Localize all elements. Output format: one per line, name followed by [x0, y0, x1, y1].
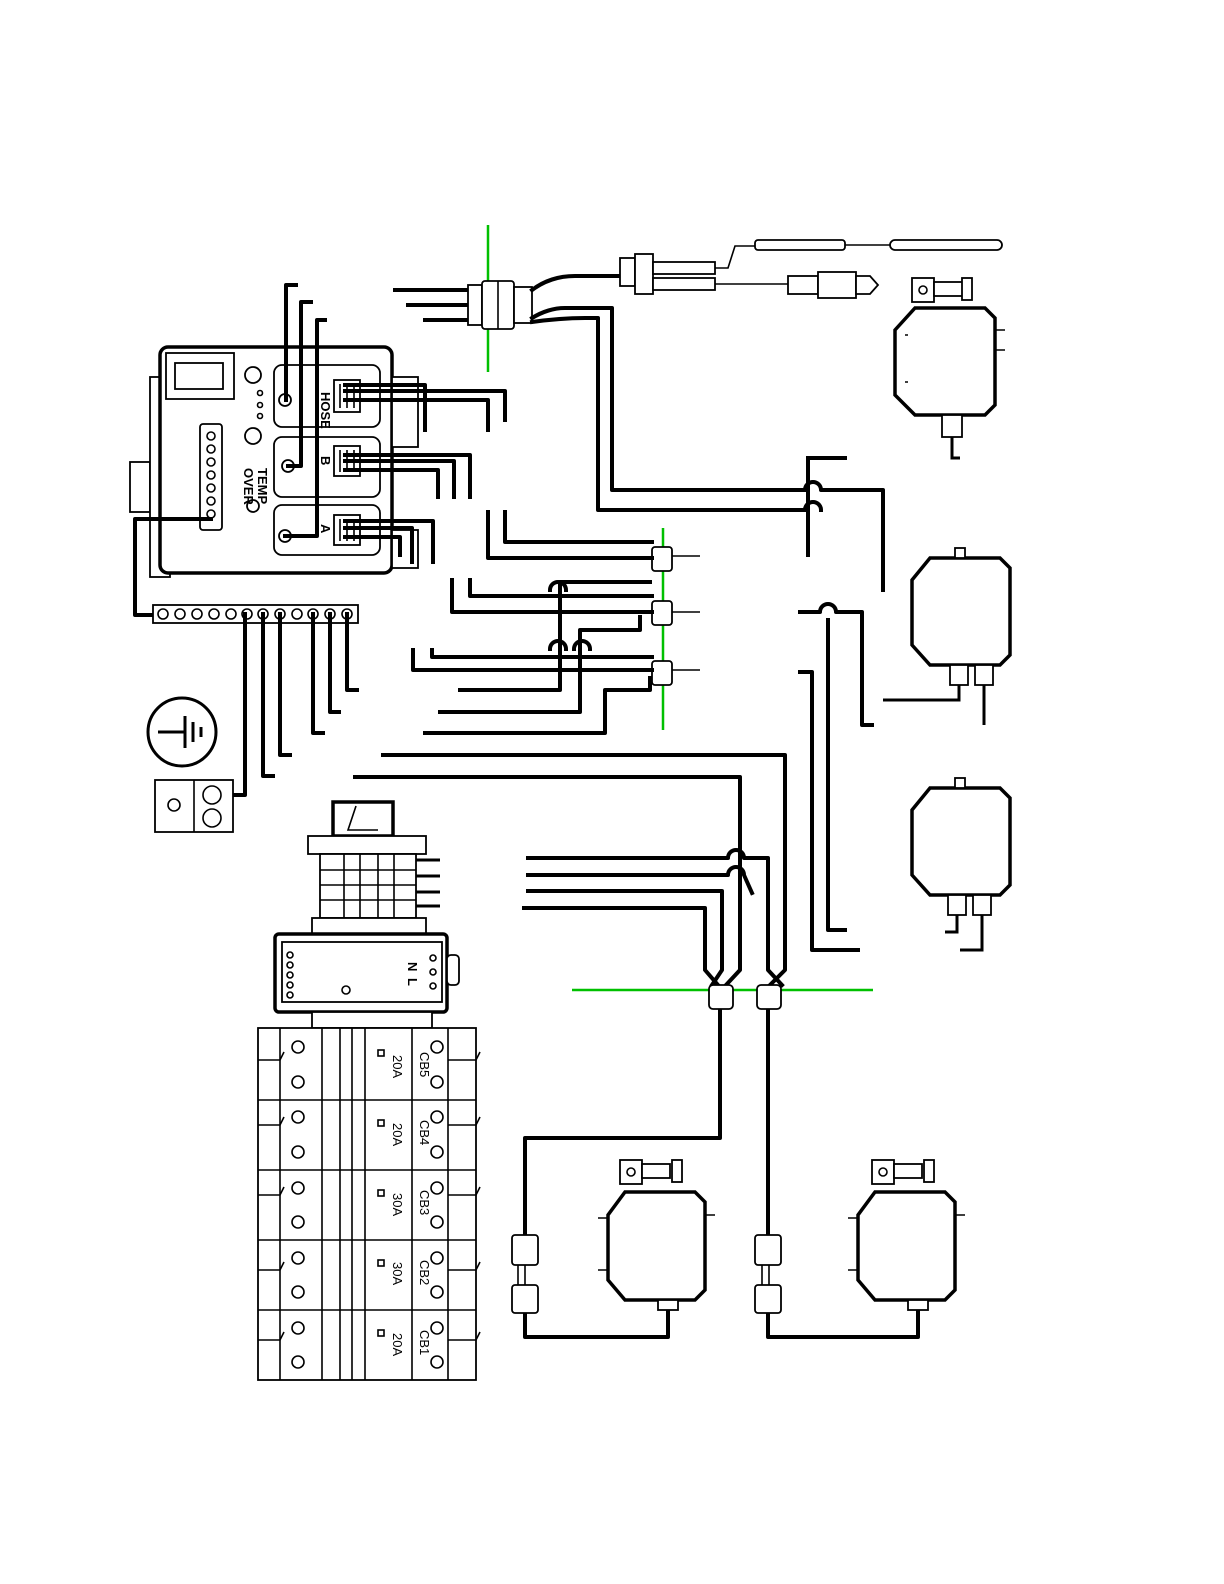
zone-label-a: A	[318, 524, 333, 534]
breaker-rating-cb5: 20A	[390, 1055, 405, 1078]
main-switch	[308, 802, 440, 934]
zone-label-hose: HOSE	[318, 392, 333, 429]
breaker-label-cb4: CB4	[417, 1120, 432, 1145]
breaker-label-cb2: CB2	[417, 1260, 432, 1285]
power-supply: N L	[275, 934, 459, 1028]
breaker-rating-cb4: 20A	[390, 1123, 405, 1146]
psu-label-n: N	[405, 962, 420, 971]
breaker-rating-cb3: 30A	[390, 1193, 405, 1216]
breaker-panel: 20A CB5 20A CB4 30A CB3 30A CB2 20A CB1	[258, 1028, 480, 1380]
breaker-label-cb3: CB3	[417, 1190, 432, 1215]
ground-symbol-icon	[148, 698, 216, 766]
middle-feedthroughs	[413, 512, 700, 733]
ground-lug	[155, 780, 233, 832]
zone-label-b: B	[318, 456, 333, 465]
junction-box-icon	[598, 278, 1010, 1310]
breaker-rating-cb1: 20A	[390, 1333, 405, 1356]
psu-label-l: L	[405, 978, 420, 986]
over-temp-label-1: OVER	[241, 468, 256, 505]
breaker-rating-cb2: 30A	[390, 1262, 405, 1285]
breaker-label-cb1: CB1	[417, 1330, 432, 1355]
breaker-label-cb5: CB5	[417, 1052, 432, 1077]
over-temp-label-2: TEMP	[255, 468, 270, 504]
